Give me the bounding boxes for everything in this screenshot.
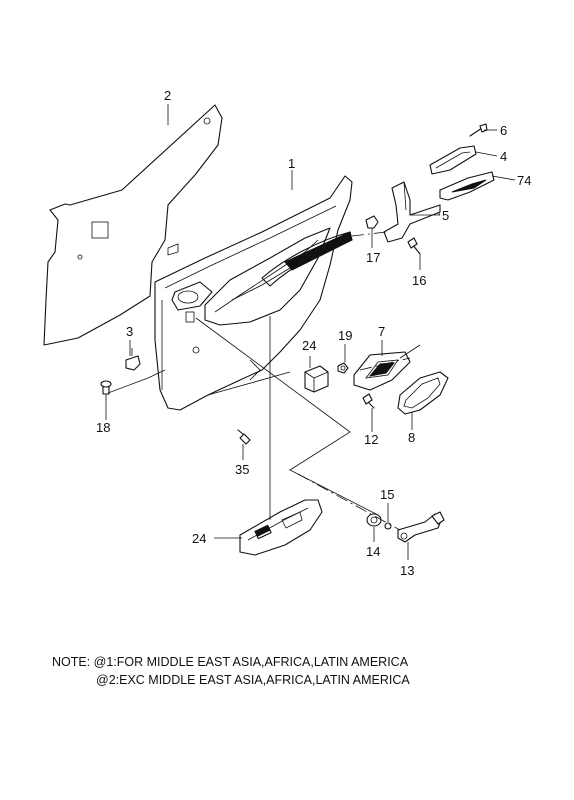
- part-24-switch-lower: [239, 499, 323, 556]
- part-16-screw: [407, 237, 421, 255]
- callout-15: 15: [380, 487, 394, 502]
- callout-5: 5: [442, 208, 449, 223]
- callout-24-upper: 24: [302, 338, 316, 353]
- callout-3: 3: [126, 324, 133, 339]
- part-15-clip: [384, 522, 392, 530]
- note-line-2: @2:EXC MIDDLE EAST ASIA,AFRICA,LATIN AME…: [96, 673, 410, 687]
- callout-16: 16: [412, 273, 426, 288]
- callout-18: 18: [96, 420, 110, 435]
- part-19-nut: [337, 362, 349, 374]
- callout-35: 35: [235, 462, 249, 477]
- part-4-cover: [429, 145, 477, 175]
- part-24-switch-upper: [304, 365, 329, 393]
- callout-13: 13: [400, 563, 414, 578]
- callout-12: 12: [364, 432, 378, 447]
- callout-2: 2: [164, 88, 171, 103]
- leader-lines: [105, 104, 516, 560]
- part-2-vapor-barrier: [43, 104, 223, 346]
- center-lines: [297, 231, 411, 531]
- callout-24-lower: 24: [192, 531, 206, 546]
- part-8-bezel: [397, 371, 449, 415]
- callout-14: 14: [366, 544, 380, 559]
- callout-8: 8: [408, 430, 415, 445]
- callout-numbers: 2 1 6 4 74 5 17 16 3 24 19 7 18 12 8 35 …: [96, 88, 531, 578]
- part-5-bracket: [383, 181, 441, 243]
- callout-1: 1: [288, 156, 295, 171]
- callout-6: 6: [500, 123, 507, 138]
- part-35-screw: [237, 429, 251, 445]
- callout-19: 19: [338, 328, 352, 343]
- part-1-door-trim-panel: [154, 175, 353, 411]
- callout-74: 74: [517, 173, 531, 188]
- callout-7: 7: [378, 324, 385, 339]
- part-7-inside-handle: [353, 344, 421, 391]
- callout-4: 4: [500, 149, 507, 164]
- part-13-crank: [397, 511, 445, 543]
- part-17-clip: [365, 215, 379, 238]
- note-line-1: NOTE: @1:FOR MIDDLE EAST ASIA,AFRICA,LAT…: [52, 655, 409, 669]
- part-12-screw: [362, 393, 375, 409]
- part-18-clip: [100, 380, 112, 395]
- callout-17: 17: [366, 250, 380, 265]
- part-3-clip: [125, 348, 141, 371]
- part-74-handle: [439, 171, 495, 201]
- part-14-grommet: [366, 513, 382, 527]
